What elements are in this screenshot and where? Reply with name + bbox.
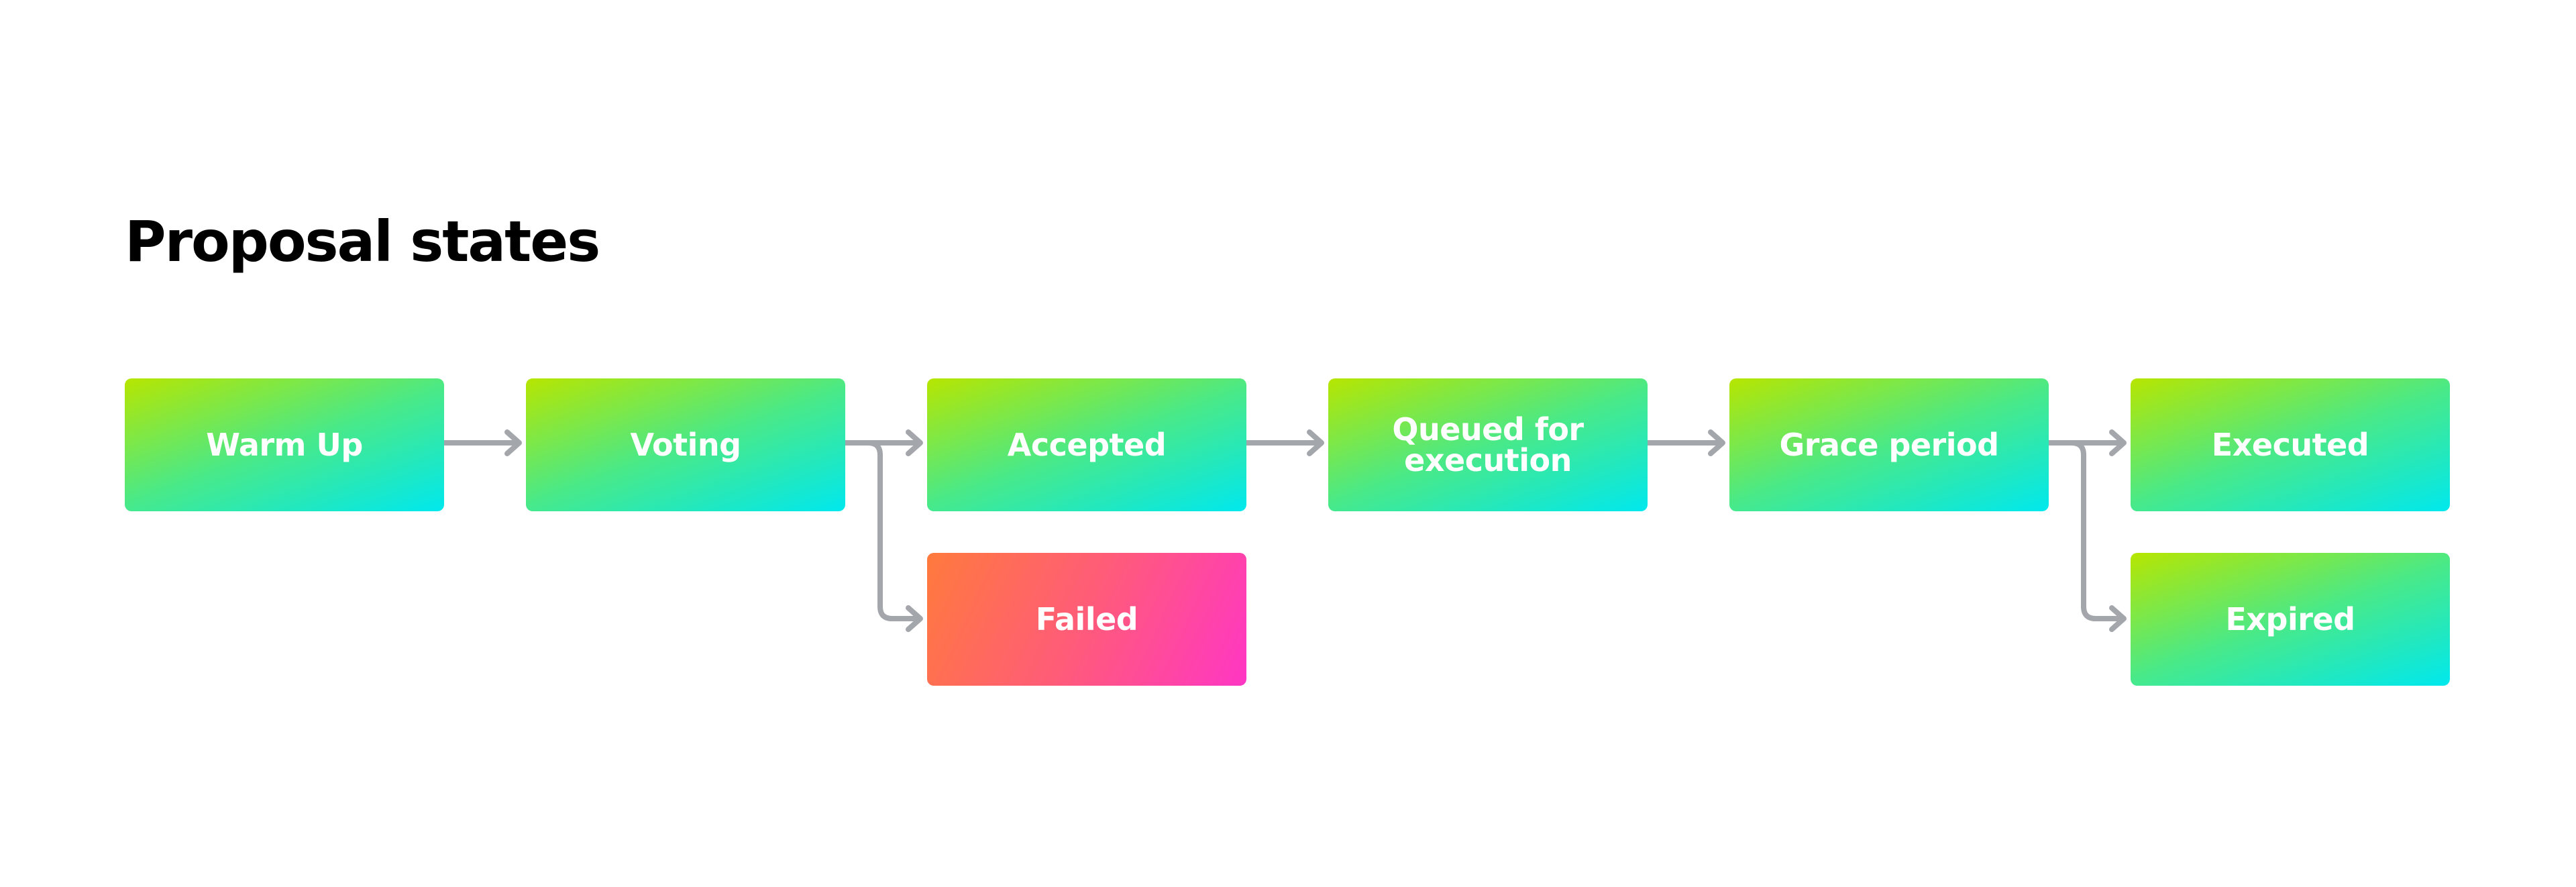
node-accepted: Accepted [927,378,1246,511]
arrowhead-accepted [906,429,923,456]
node-label: Executed [2211,427,2369,463]
arrowhead-failed [906,605,923,632]
node-grace-period: Grace period [1729,378,2049,511]
arrowhead-voting [504,429,522,456]
arrowhead-expired [2109,605,2127,632]
node-queued-for-execution: Queued for execution [1328,378,1648,511]
node-label: Grace period [1779,427,1999,463]
node-executed: Executed [2131,378,2450,511]
arrowhead-executed [2109,429,2127,456]
node-expired: Expired [2131,553,2450,686]
node-label: Expired [2225,601,2355,637]
diagram-title: Proposal states [125,209,600,274]
arrowhead-grace [1708,429,1725,456]
edge-voting-to-failed [843,440,922,621]
node-label: Failed [1035,601,1138,637]
node-warm-up: Warm Up [125,378,444,511]
node-label: Voting [630,427,741,463]
node-label: Queued for execution [1392,411,1584,478]
node-failed: Failed [927,553,1246,686]
arrowhead-queued [1307,429,1324,456]
node-label: Warm Up [206,427,363,463]
node-voting: Voting [526,378,845,511]
node-label: Accepted [1007,427,1167,463]
edge-grace-to-expired [2046,440,2125,621]
